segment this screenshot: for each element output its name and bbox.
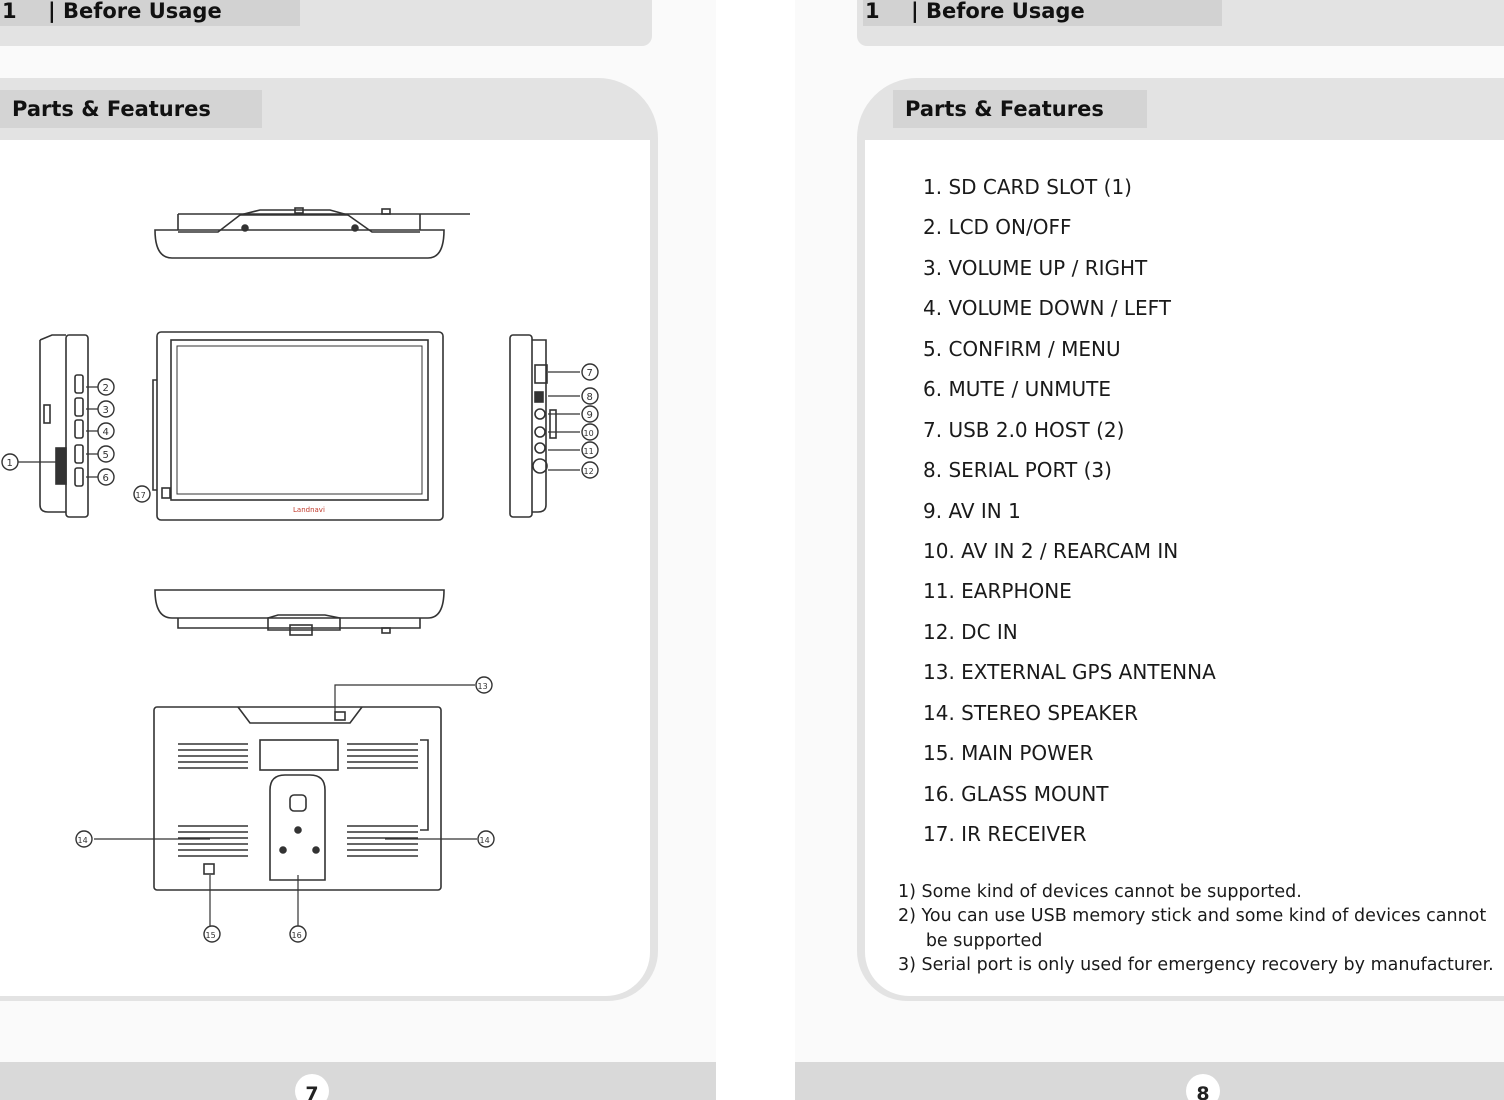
callout-16: 16 [289,925,307,943]
svg-text:8: 8 [587,392,593,403]
svg-text:7: 7 [587,368,593,379]
parts-list-item: 4. VOLUME DOWN / LEFT [923,296,1172,321]
content-panel: Parts & Features [857,78,1504,1001]
svg-text:4: 4 [103,427,109,438]
device-left-side-view [39,334,89,518]
footnote: 2) You can use USB memory stick and some… [898,906,1487,927]
parts-list-item: 12. DC IN [923,619,1018,644]
section-title: Parts & Features [905,97,1104,121]
callout-2: 2 [97,378,115,396]
device-top-view [154,207,470,259]
footnotes: 1) Some kind of devices cannot be suppor… [898,880,1494,977]
callout-14-right: 14 [477,830,495,848]
callout-14-left: 14 [75,830,93,848]
svg-text:9: 9 [587,410,593,421]
page-number: 8 [1186,1074,1220,1100]
parts-list-item: 11. EARPHONE [923,579,1072,604]
callout-6: 6 [97,468,115,486]
device-right-side-view [509,334,557,518]
content-panel: Parts & Features [0,78,658,1001]
callout-17: 17 [133,485,151,503]
callout-15: 15 [203,925,221,943]
content-panel-inner [865,140,1504,996]
parts-list-item: 13. EXTERNAL GPS ANTENNA [923,660,1216,685]
footnote: 3) Serial port is only used for emergenc… [898,954,1494,975]
device-diagram: Landnavi [1,207,599,943]
page-gutter [716,0,795,1100]
svg-text:12: 12 [584,467,594,476]
svg-text:2: 2 [103,383,109,394]
parts-list-item: 10. AV IN 2 / REARCAM IN [923,538,1179,563]
svg-text:11: 11 [584,447,594,456]
svg-text:5: 5 [103,450,109,461]
chapter-header-tab: 1 | Before Usage [0,0,300,26]
chapter-number: 1 [865,0,880,23]
callout-9: 9 [581,405,599,423]
chapter-title: | Before Usage [48,0,222,23]
svg-text:16: 16 [292,931,302,940]
callout-13: 13 [475,676,493,694]
svg-text:14: 14 [78,836,88,845]
svg-text:14: 14 [480,836,490,845]
callout-3: 3 [97,400,115,418]
parts-list-item: 9. AV IN 1 [923,498,1021,523]
svg-text:17: 17 [136,491,146,500]
callout-12: 12 [581,461,599,479]
parts-list-item: 16. GLASS MOUNT [923,781,1109,806]
callout-1: 1 [1,453,19,471]
parts-list-item: 17. IR RECEIVER [923,822,1087,846]
callout-8: 8 [581,387,599,405]
svg-text:1: 1 [7,458,13,469]
parts-list-item: 2. LCD ON/OFF [923,215,1072,240]
callout-7: 7 [581,363,599,381]
section-title: Parts & Features [12,97,211,121]
page-8: 1 | Before Usage Parts & Features 1. SD … [795,0,1504,1100]
section-title-tab: Parts & Features [0,90,262,128]
parts-list-item: 3. VOLUME UP / RIGHT [923,255,1148,280]
chapter-title: | Before Usage [911,0,1085,23]
device-front-view: Landnavi [152,331,444,521]
parts-list-item: 15. MAIN POWER [923,741,1094,766]
parts-list-item: 8. SERIAL PORT (3) [923,458,1112,483]
callout-5: 5 [97,445,115,463]
footnote: 1) Some kind of devices cannot be suppor… [898,882,1302,902]
callout-11: 11 [581,441,599,459]
parts-list-item: 7. USB 2.0 HOST (2) [923,417,1125,442]
parts-list-item: 14. STEREO SPEAKER [923,700,1139,725]
device-back-view [153,706,442,891]
page-7: 1 | Before Usage Parts & Features [0,0,716,1100]
parts-list-item: 5. CONFIRM / MENU [923,336,1121,361]
footer-bar [795,1062,1504,1100]
callout-4: 4 [97,422,115,440]
svg-text:13: 13 [478,682,488,691]
device-brand-logo: Landnavi [293,506,325,514]
page-number: 7 [295,1074,329,1100]
svg-text:10: 10 [584,429,594,438]
parts-list: 1. SD CARD SLOT (1) 2. LCD ON/OFF 3. VOL… [923,170,1216,857]
chapter-header-tab: 1 | Before Usage [863,0,1222,26]
device-bottom-view [154,589,445,636]
parts-list-item: 1. SD CARD SLOT (1) [923,175,1132,199]
chapter-number: 1 [2,0,17,23]
callout-10: 10 [581,423,599,441]
footnote: be supported [898,930,1043,951]
footer-bar [0,1062,716,1100]
svg-text:3: 3 [103,405,109,416]
svg-text:15: 15 [206,931,216,940]
parts-list-item: 6. MUTE / UNMUTE [923,377,1111,402]
svg-text:6: 6 [103,473,109,484]
section-title-tab: Parts & Features [893,90,1147,128]
